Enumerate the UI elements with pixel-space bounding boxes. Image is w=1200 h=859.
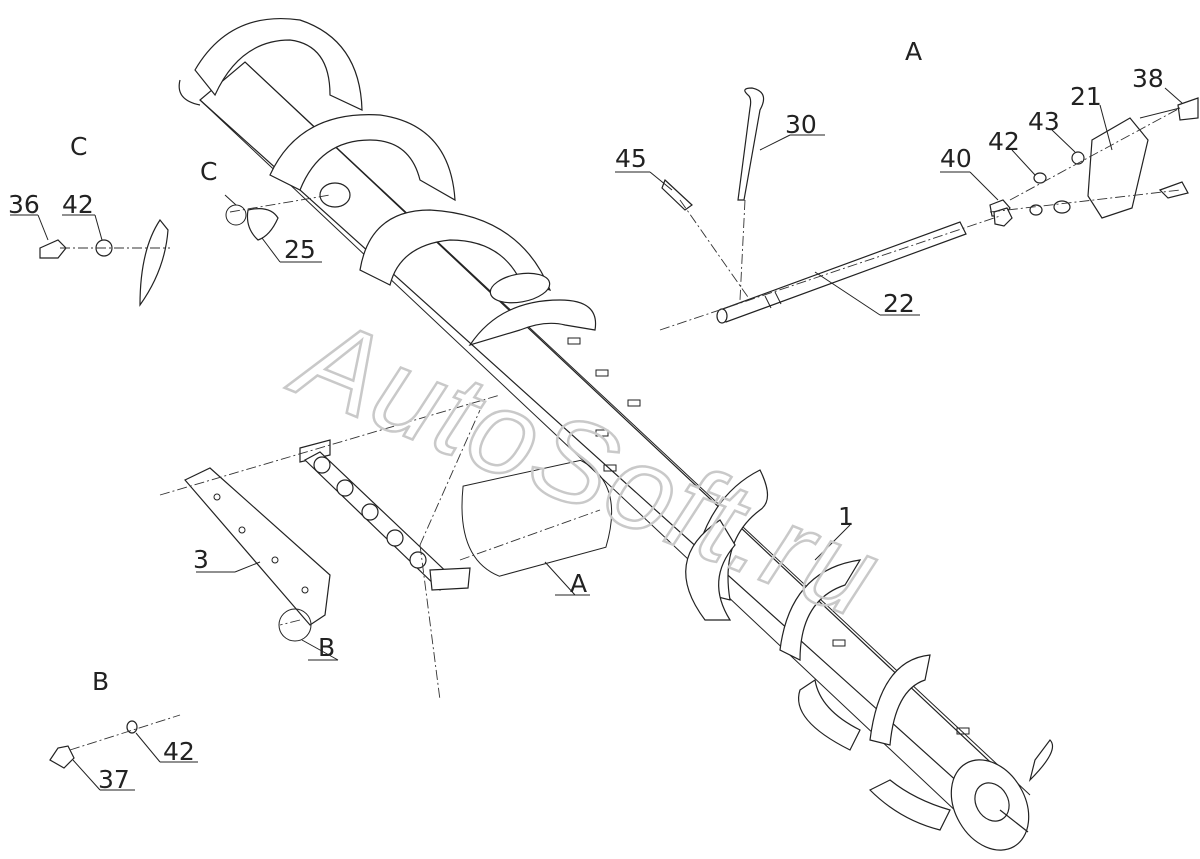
- callout-42-b: 42: [163, 737, 195, 766]
- side-plate: [184, 467, 331, 626]
- callout-ref-a: A: [570, 569, 587, 598]
- view-c-parts: [39, 218, 169, 307]
- callout-ref-b: B: [318, 633, 335, 662]
- callout-ref-c: C: [200, 157, 217, 186]
- callout-37: 37: [98, 765, 130, 794]
- leader-lines: [10, 87, 1183, 791]
- callout-22: 22: [883, 289, 915, 318]
- callout-3: 3: [193, 545, 209, 574]
- view-label-a: A: [905, 37, 922, 66]
- callout-45: 45: [615, 144, 647, 173]
- view-label-b: B: [92, 667, 109, 696]
- callout-1: 1: [838, 502, 854, 531]
- cam-shaft: [299, 439, 471, 591]
- view-label-c: C: [70, 132, 87, 161]
- callout-42-right: 42: [988, 127, 1020, 156]
- assembly-lines: [60, 107, 1181, 751]
- shaft-22: [716, 221, 967, 324]
- callout-21: 21: [1070, 82, 1102, 111]
- plate-25: [246, 208, 279, 241]
- callout-42-c: 42: [62, 190, 94, 219]
- auger-drum: [178, 18, 1054, 851]
- callout-43: 43: [1028, 107, 1060, 136]
- clip-45: [661, 178, 693, 211]
- callout-30: 30: [785, 110, 817, 139]
- callout-36: 36: [8, 190, 40, 219]
- callout-38: 38: [1132, 64, 1164, 93]
- cotter-pin-30: [737, 87, 765, 201]
- view-b-parts: [49, 720, 138, 769]
- callout-40: 40: [940, 144, 972, 173]
- hardware-right: [989, 97, 1199, 227]
- callout-25: 25: [284, 235, 316, 264]
